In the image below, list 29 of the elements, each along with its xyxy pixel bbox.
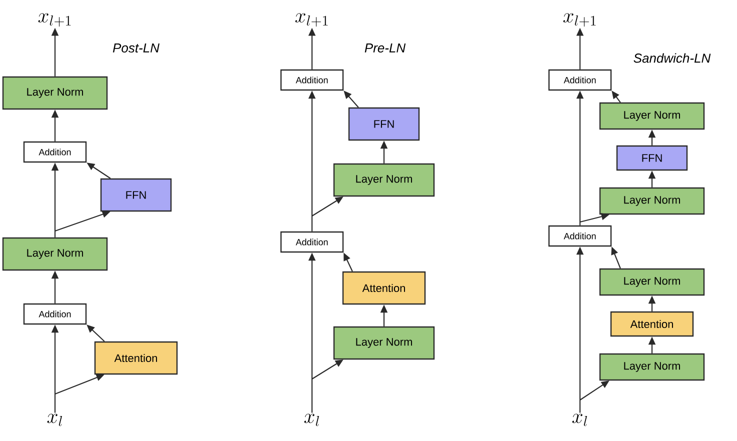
addition-box: Addition [280,69,344,91]
panel-title: Pre-LN [364,43,406,53]
layer-norm-box: Layer Norm [599,353,705,381]
layer-norm-box: Layer Norm [599,102,705,130]
variable-label: $x_{l+1}$ [295,13,328,27]
ffn-box: FFN [348,107,420,141]
layer-norm-box: Layer Norm [2,237,108,271]
addition-box: Addition [548,69,612,91]
attention-box: Attention [610,311,694,337]
variable-label: $x_{l}$ [304,414,319,426]
variable-label: $x_{l}$ [47,414,62,426]
addition-box: Addition [548,225,612,247]
addition-box: Addition [280,231,344,253]
layer-norm-box: Layer Norm [599,187,705,215]
layer-norm-box: Layer Norm [333,163,435,197]
ffn-box: FFN [100,178,172,212]
layer-norm-box: Layer Norm [599,268,705,296]
panel-title: Sandwich-LN [634,53,711,63]
ffn-box: FFN [616,145,688,171]
panel-title: Post-LN [112,43,160,53]
attention-box: Attention [342,271,426,305]
addition-box: Addition [23,303,87,325]
layer-norm-box: Layer Norm [2,76,108,110]
variable-label: $x_{l+1}$ [563,13,596,27]
variable-label: $x_{l+1}$ [38,13,71,27]
variable-label: $x_{l}$ [572,414,587,426]
layer-norm-box: Layer Norm [333,326,435,360]
attention-box: Attention [94,341,178,375]
addition-box: Addition [23,141,87,163]
